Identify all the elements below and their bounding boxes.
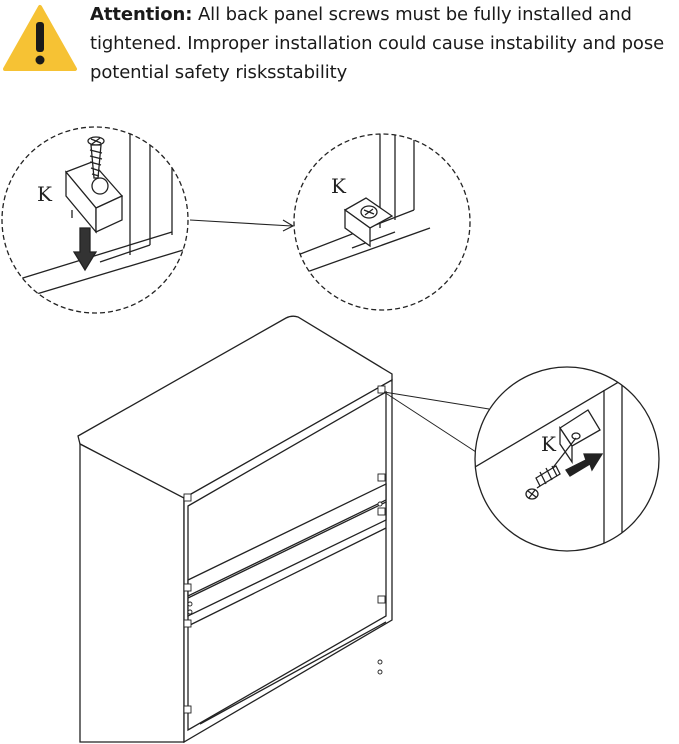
- bracket-label-b: K: [331, 174, 347, 198]
- notice-body: All back panel screws must be fully inst…: [90, 4, 665, 83]
- mounting-screw: [525, 437, 577, 500]
- wall-bracket: [559, 409, 601, 465]
- notice-heading: Attention:: [90, 4, 193, 25]
- detail-circle-after: K: [293, 133, 471, 311]
- corner-bracket: [64, 161, 124, 234]
- installed-bracket: [343, 197, 394, 248]
- bracket-label-a: K: [37, 182, 53, 206]
- connector-arrow: [189, 219, 295, 232]
- warning-triangle-icon: [3, 5, 77, 71]
- notice-text: Attention: All back panel screws must be…: [90, 0, 678, 87]
- bracket-label-c: K: [541, 432, 557, 456]
- right-arrow-icon: [565, 453, 604, 477]
- dresser-cabinet: [77, 315, 393, 744]
- leader-lines: [383, 391, 490, 453]
- screw: [87, 136, 105, 179]
- attention-notice: Attention: All back panel screws must be…: [0, 0, 679, 90]
- down-arrow-icon: [72, 227, 98, 272]
- detail-circle-before: K: [1, 126, 189, 314]
- detail-circle-screw: K: [474, 366, 660, 552]
